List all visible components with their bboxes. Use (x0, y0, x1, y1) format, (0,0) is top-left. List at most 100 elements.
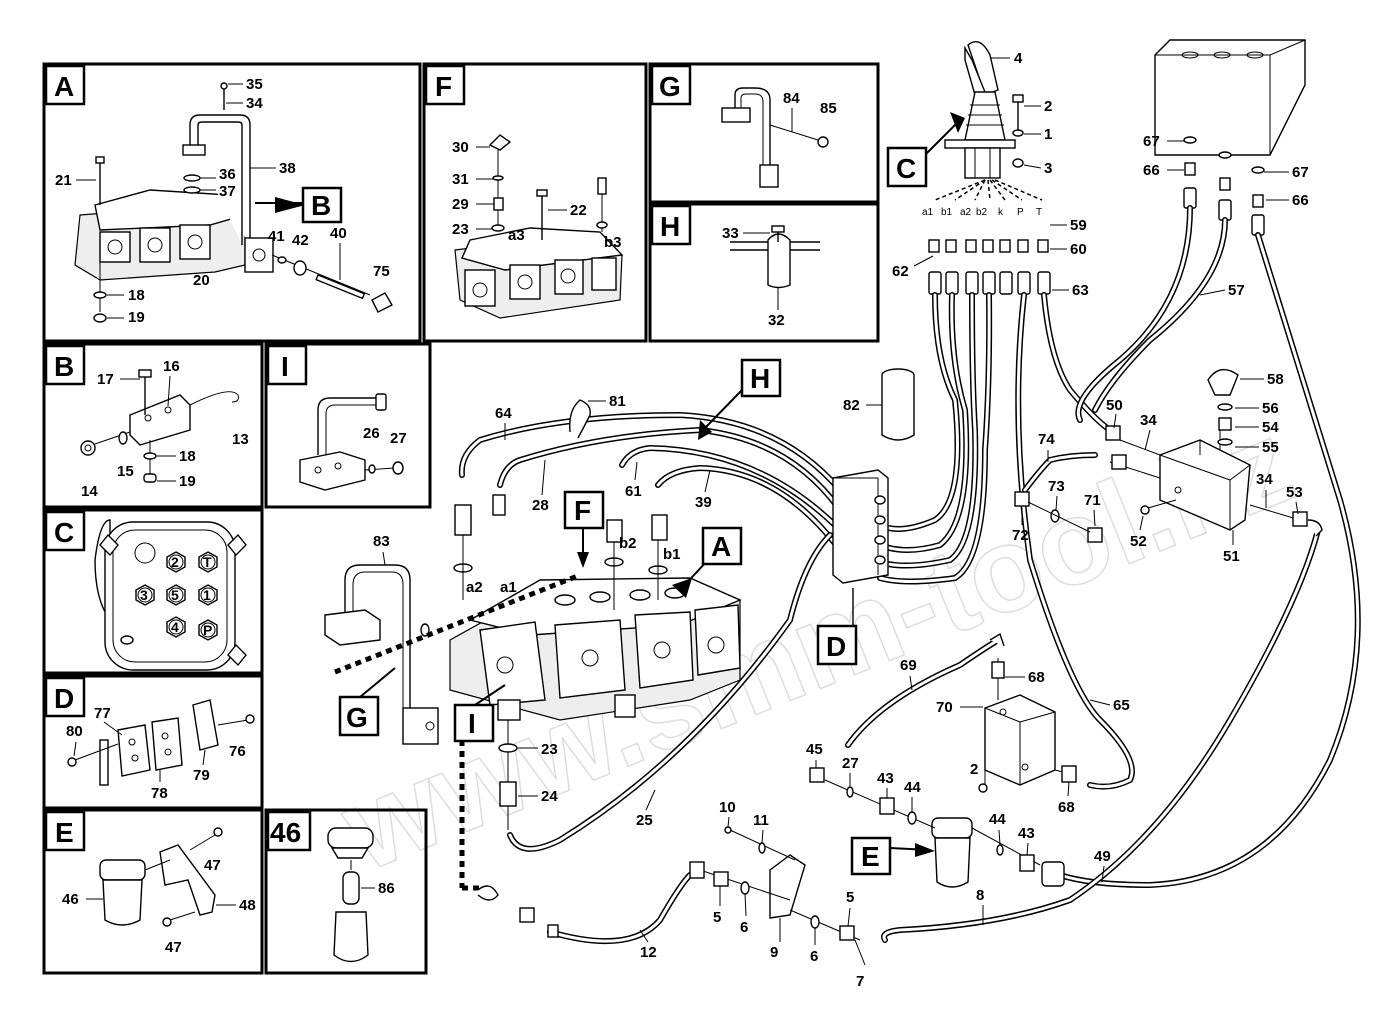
svg-text:24: 24 (541, 788, 558, 805)
hoses (458, 205, 1361, 945)
svg-text:T: T (203, 554, 212, 570)
svg-text:26: 26 (363, 425, 380, 442)
svg-text:I: I (468, 708, 476, 739)
svg-text:B: B (311, 190, 331, 221)
svg-text:5: 5 (713, 909, 721, 926)
inset-label-G: G (650, 64, 692, 106)
inset-f-callouts: 30 31 29 22 23 a3 b3 (452, 139, 622, 251)
svg-text:20: 20 (193, 272, 210, 289)
svg-text:P: P (203, 622, 212, 638)
block-70 (978, 632, 1077, 793)
svg-text:41: 41 (268, 228, 285, 245)
svg-text:H: H (750, 363, 770, 394)
svg-text:b1: b1 (941, 207, 953, 218)
svg-text:42: 42 (292, 232, 309, 249)
svg-text:1: 1 (203, 587, 211, 603)
dashed-leader-G (334, 572, 581, 891)
svg-text:2: 2 (970, 761, 978, 778)
inset-label-H-main: H (698, 358, 782, 440)
svg-text:F: F (435, 71, 452, 102)
svg-text:15: 15 (117, 463, 134, 480)
inset-b-callouts: 17 16 13 14 15 18 19 (81, 358, 249, 500)
svg-text:13: 13 (232, 431, 249, 448)
svg-text:74: 74 (1038, 431, 1055, 448)
svg-text:47: 47 (165, 939, 182, 956)
pipe-83 (324, 564, 439, 745)
inset-g-callouts: 84 85 (783, 90, 837, 132)
inset-label-C: C (44, 510, 86, 552)
inset-label-I-main: I (453, 684, 506, 743)
manifold-block (1154, 39, 1306, 236)
svg-text:38: 38 (279, 160, 296, 177)
svg-text:82: 82 (843, 397, 860, 414)
svg-text:52: 52 (1130, 533, 1147, 550)
svg-text:2: 2 (171, 554, 179, 570)
svg-text:81: 81 (609, 393, 626, 410)
svg-text:60: 60 (1070, 241, 1087, 258)
inset-d-callouts: 80 77 78 79 76 (66, 705, 246, 802)
joystick (924, 41, 1043, 201)
block-51 (1105, 368, 1323, 537)
svg-text:a2: a2 (466, 579, 483, 596)
svg-text:b3: b3 (604, 234, 622, 251)
svg-text:19: 19 (179, 473, 196, 490)
inset-frames (42, 62, 880, 975)
inset-label-I: I (266, 344, 308, 386)
svg-text:a3: a3 (508, 227, 525, 244)
svg-text:84: 84 (783, 90, 800, 107)
svg-text:68: 68 (1028, 669, 1045, 686)
inset-label-E: E (44, 810, 86, 852)
svg-text:H: H (660, 211, 680, 242)
svg-text:54: 54 (1262, 419, 1279, 436)
svg-text:12: 12 (640, 944, 657, 961)
inset-label-F: F (424, 64, 466, 106)
svg-text:8: 8 (976, 887, 984, 904)
svg-text:I: I (281, 351, 289, 382)
svg-text:D: D (826, 631, 846, 662)
svg-text:83: 83 (373, 533, 390, 550)
svg-text:34: 34 (1140, 412, 1157, 429)
svg-text:F: F (574, 495, 591, 526)
svg-text:49: 49 (1094, 848, 1111, 865)
inset-h-clamp (730, 225, 820, 289)
svg-text:86: 86 (378, 880, 395, 897)
svg-text:9: 9 (770, 944, 778, 961)
svg-text:31: 31 (452, 171, 469, 188)
svg-text:18: 18 (179, 448, 196, 465)
svg-text:69: 69 (900, 657, 917, 674)
svg-text:19: 19 (128, 309, 145, 326)
inset-label-B-callout: B (301, 186, 343, 224)
svg-text:a1: a1 (922, 207, 934, 218)
svg-text:6: 6 (740, 919, 748, 936)
svg-text:75: 75 (373, 263, 390, 280)
svg-text:3: 3 (1044, 160, 1052, 177)
svg-text:A: A (54, 71, 74, 102)
joystick-callouts: 4 2 1 3 59 60 62 63 (892, 50, 1089, 299)
joystick-port-labels: a1 b1 a2 b2 k P T (922, 207, 1042, 218)
svg-text:23: 23 (541, 741, 558, 758)
inset-h-callouts: 33 32 (722, 225, 785, 329)
svg-text:66: 66 (1143, 162, 1160, 179)
svg-text:47: 47 (204, 857, 221, 874)
svg-text:23: 23 (452, 221, 469, 238)
svg-text:73: 73 (1048, 478, 1065, 495)
inset-e-filter (99, 827, 223, 927)
inset-label-46: 46 (266, 810, 312, 852)
svg-text:T: T (1036, 207, 1042, 218)
inset-label-C-main: C (886, 146, 928, 188)
svg-text:G: G (346, 702, 368, 733)
svg-text:76: 76 (229, 743, 246, 760)
svg-text:E: E (55, 817, 74, 848)
inset-a-callouts: 35 34 21 36 37 38 41 42 40 75 18 19 20 (55, 76, 390, 326)
svg-text:7: 7 (856, 973, 864, 990)
svg-text:G: G (659, 71, 681, 102)
part-81-clip (569, 399, 591, 439)
svg-text:64: 64 (495, 405, 512, 422)
inset-label-H: H (650, 204, 692, 246)
svg-text:4: 4 (1014, 50, 1023, 67)
svg-text:66: 66 (1292, 192, 1309, 209)
svg-text:57: 57 (1228, 282, 1245, 299)
part-82-sleeve (881, 368, 915, 441)
inset-46-filter (327, 827, 374, 963)
